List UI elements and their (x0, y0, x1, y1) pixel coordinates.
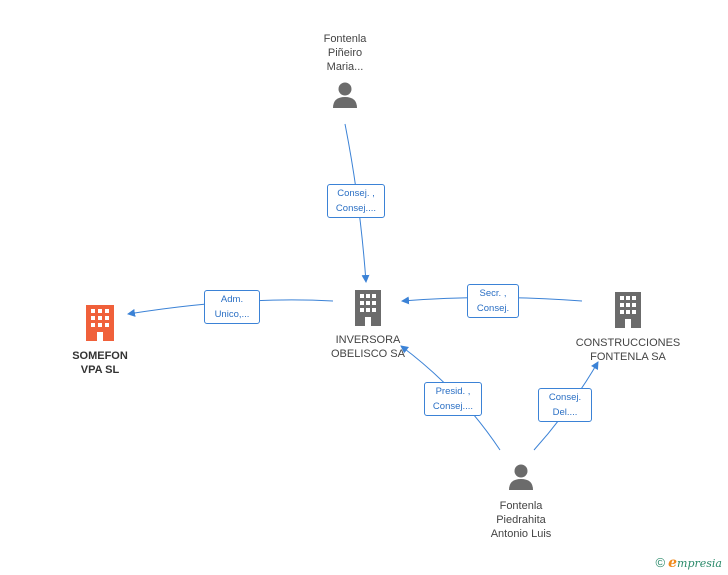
edge-label-construcciones-to-inversora[interactable]: Secr. , Consej. (467, 284, 519, 318)
person-node-top[interactable]: Fontenla Piñeiro Maria... (290, 32, 400, 115)
empresia-logo: ©empresia (656, 555, 722, 571)
company-name-somefon: SOMEFON VPA SL (72, 350, 128, 376)
company-node-somefon[interactable]: SOMEFON VPA SL (55, 305, 145, 377)
person-icon (333, 82, 357, 108)
brand-name: mpresia (677, 557, 722, 570)
person-name-bottom: Fontenla Piedrahita Antonio Luis (490, 500, 552, 540)
edge-label-inversora-to-somefon[interactable]: Adm. Unico,... (204, 290, 260, 324)
building-icon (355, 290, 381, 326)
person-node-bottom[interactable]: Fontenla Piedrahita Antonio Luis (466, 462, 576, 541)
edge-label-top-to-inversora[interactable]: Consej. , Consej.... (327, 184, 385, 218)
person-icon (509, 464, 533, 490)
company-name-inversora: INVERSORA OBELISCO SA (331, 334, 405, 360)
company-name-construcciones: CONSTRUCCIONES FONTENLA SA (575, 337, 681, 363)
building-icon (86, 305, 114, 341)
building-icon (615, 292, 641, 328)
brand-e: e (668, 555, 678, 571)
company-node-construcciones[interactable]: CONSTRUCCIONES FONTENLA SA (573, 292, 683, 364)
copyright-icon: © (655, 555, 666, 570)
edge-label-bottom-to-inversora[interactable]: Presid. , Consej.... (424, 382, 482, 416)
person-name-top: Fontenla Piñeiro Maria... (323, 33, 367, 73)
edge-label-bottom-to-construcciones[interactable]: Consej. Del.... (538, 388, 592, 422)
company-node-inversora[interactable]: INVERSORA OBELISCO SA (318, 290, 418, 361)
